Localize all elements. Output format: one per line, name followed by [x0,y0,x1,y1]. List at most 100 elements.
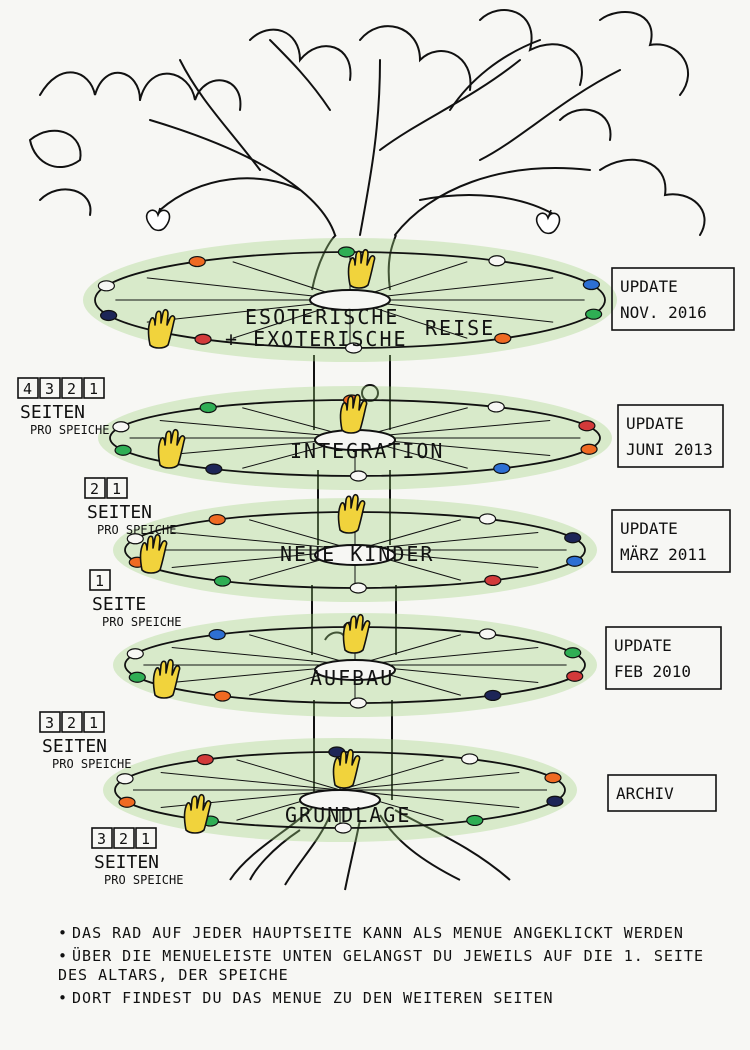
spoke-dot[interactable] [544,772,562,784]
page-number: 1 [112,480,121,498]
pages-word: SEITE [92,594,146,615]
wheel-spoke [171,532,356,551]
spoke-dot[interactable] [580,443,598,455]
notes-list: DAS RAD AUF JEDER HAUPTSEITE KANN ALS ME… [58,924,738,1012]
wheel-3[interactable]: NEUE KINDER [113,493,597,602]
update-frame [607,774,717,812]
pages-word: SEITEN [94,852,159,873]
level-title: REISE [425,316,495,340]
spoke-dot[interactable] [349,697,367,709]
spoke-dot[interactable] [194,333,212,345]
spoke-dot[interactable] [566,670,584,682]
spoke-dot[interactable] [466,814,484,827]
spoke-dot[interactable] [126,533,144,545]
tree-canopy [29,9,706,236]
spoke-dot[interactable] [118,796,136,808]
spoke-dot[interactable] [493,462,511,475]
spoke-dot[interactable] [494,332,512,345]
page-number: 4 [23,380,32,398]
update-frame [605,626,722,690]
wheel-label: NEUE KINDER [280,542,432,566]
pages-sub: PRO SPEICHE [102,615,181,629]
pages-sub: PRO SPEICHE [104,873,183,887]
wheel-label: INTEGRATION [290,439,442,463]
pages-sub: PRO SPEICHE [97,523,176,537]
spoke-dot[interactable] [566,555,584,567]
note-item: DORT FINDEST DU DAS MENUE ZU DEN WEITERE… [58,989,738,1008]
page-number: 2 [119,830,128,848]
note-item: DAS RAD AUF JEDER HAUPTSEITE KANN ALS ME… [58,924,738,943]
update-date: NOV. 2016 [620,303,707,322]
page-box [17,377,39,399]
spoke-dot[interactable] [484,574,502,587]
wheel-spoke [171,647,356,666]
spoke-dot[interactable] [188,255,206,268]
spoke-dot[interactable] [213,575,232,587]
update-frame [611,509,731,573]
page-number: 1 [89,714,98,732]
wheel-spoke [354,519,461,551]
spoke-dot[interactable] [196,753,214,766]
spoke-dot[interactable] [564,532,582,544]
wheel-spoke [249,634,356,666]
spoke-dot[interactable] [337,246,355,258]
page-box [61,711,83,733]
pages-sub: PRO SPEICHE [30,423,109,437]
page-number: 1 [141,830,150,848]
spoke-dot[interactable] [213,690,232,702]
page-box [91,827,113,849]
wheel-2[interactable]: INTEGRATION [98,386,612,490]
apple-icon [145,207,561,235]
update-title: UPDATE [626,414,684,433]
spoke-dot[interactable] [208,628,226,641]
spoke-dot[interactable] [345,342,363,354]
spoke-dot[interactable] [478,513,497,525]
spoke-dot[interactable] [478,628,497,640]
spoke-dot[interactable] [488,255,506,267]
spoke-dot[interactable] [112,421,130,433]
update-box-5: ARCHIV [607,774,717,812]
wheel-4[interactable]: AUFBAU [113,613,597,717]
page-box [89,569,111,591]
spoke-dot[interactable] [128,671,146,683]
spoke-dot[interactable] [349,470,368,482]
spoke-dot[interactable] [114,444,132,456]
page-number: 1 [89,380,98,398]
wheel-label: AUFBAU [310,666,392,690]
wheel-hub [299,789,381,811]
spoke-dot[interactable] [334,822,352,834]
page-box [39,711,61,733]
spoke-dot[interactable] [116,773,134,785]
wheel-spoke [339,759,444,791]
spoke-dot[interactable] [199,401,217,414]
page-number: 1 [95,572,104,590]
spoke-dot[interactable] [578,420,596,432]
spoke-dot[interactable] [461,753,479,765]
spoke-dot[interactable] [97,280,115,292]
page-number: 2 [67,714,76,732]
wheel-spoke [354,647,539,666]
spoke-dot[interactable] [205,463,223,475]
spoke-dot[interactable] [100,309,118,322]
spoke-dot[interactable] [487,401,505,413]
page-number: 2 [67,380,76,398]
spoke-dot[interactable] [546,795,564,807]
wheel-spoke [160,772,341,791]
spoke-dot[interactable] [582,278,600,291]
spoke-dot[interactable] [585,308,603,320]
spoke-dot[interactable] [126,648,144,660]
wheel-5[interactable]: GRUNDLAGE [103,738,577,842]
page-box [113,827,135,849]
level-title: + EXOTERISCHE [225,327,408,351]
spoke-dot[interactable] [349,582,367,594]
spoke-dot[interactable] [564,647,582,659]
spoke-dot[interactable] [208,513,226,526]
update-title: UPDATE [614,636,672,655]
spoke-dot[interactable] [484,689,502,702]
